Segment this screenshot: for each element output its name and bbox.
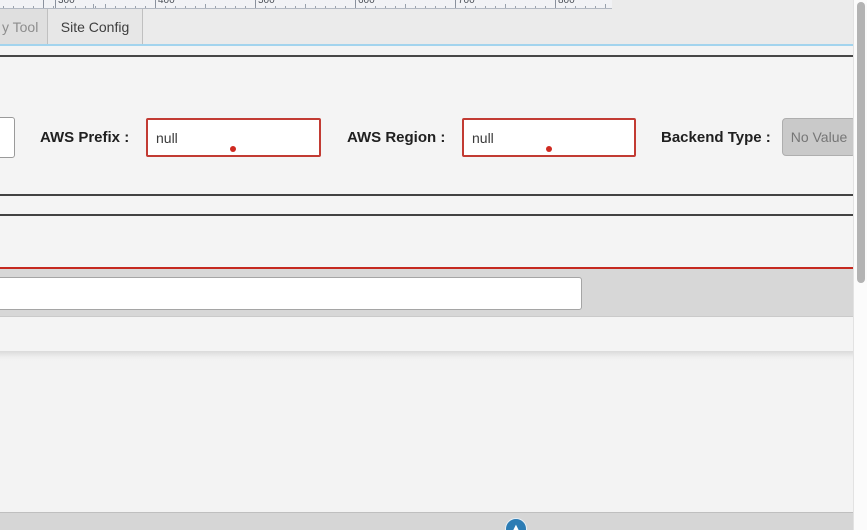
up-arrow-icon: ▲ — [511, 522, 521, 530]
tab-bar: y Tool Site Config — [0, 9, 853, 46]
ruler-label: 800 — [558, 0, 575, 6]
ruler-label: 700 — [458, 0, 475, 6]
vertical-scrollbar-track[interactable] — [853, 0, 867, 530]
ruler-label: 500 — [258, 0, 275, 6]
backend-type-label: Backend Type : — [661, 129, 771, 146]
backend-type-value: No Value — [790, 129, 848, 145]
ruler-label: 600 — [358, 0, 375, 6]
divider-line — [0, 55, 853, 57]
tab-label: y Tool — [2, 18, 39, 35]
error-dot-icon — [546, 146, 552, 152]
aws-region-label: AWS Region : — [347, 129, 446, 146]
red-divider-line — [0, 267, 853, 269]
horizontal-ruler: 300 400 500 600 700 800 — [0, 0, 612, 9]
divider-line — [0, 194, 853, 196]
ruler-label: 300 — [58, 0, 75, 6]
ruler-label: 400 — [158, 0, 175, 6]
tab-query-tool[interactable]: y Tool — [0, 9, 48, 44]
clipped-input-field[interactable] — [0, 117, 15, 158]
aws-prefix-label: AWS Prefix : — [40, 129, 130, 146]
ruler-major-ticks — [0, 0, 612, 8]
tab-site-config[interactable]: Site Config — [48, 9, 143, 44]
ruler-filler — [612, 0, 853, 9]
bottom-text-input[interactable] — [0, 277, 582, 310]
bottom-splitter-band — [0, 512, 853, 530]
divider-line — [0, 214, 853, 216]
error-dot-icon — [230, 146, 236, 152]
input-toolbar-band — [0, 269, 853, 317]
tab-label: Site Config — [60, 18, 130, 35]
backend-type-select[interactable]: No Value — [782, 118, 856, 156]
lower-content-panel — [0, 351, 853, 512]
vertical-scrollbar-thumb[interactable] — [857, 2, 865, 283]
